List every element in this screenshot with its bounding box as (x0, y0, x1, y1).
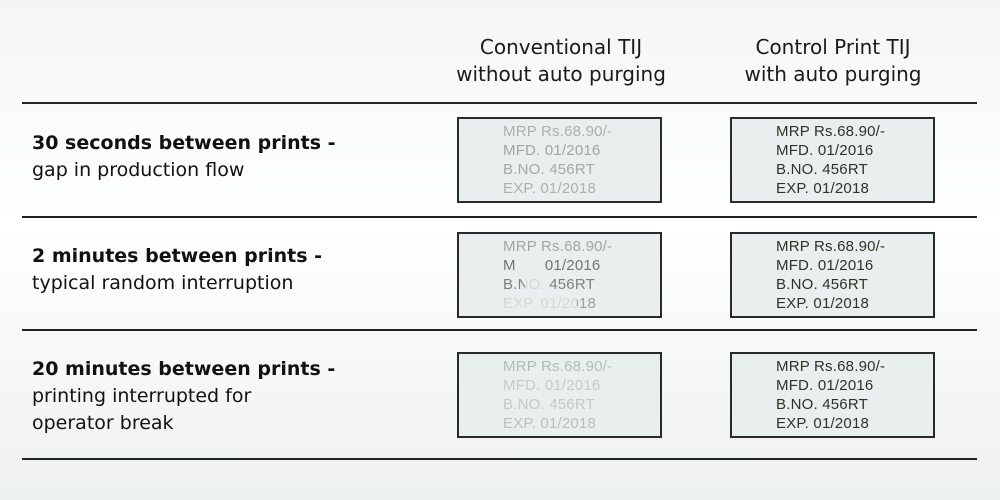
print-sample-control-2-minutes: MRP Rs.68.90/- MFD. 01/2016 B.NO. 456RT … (730, 232, 935, 318)
table-divider-top (22, 102, 977, 104)
print-line-batch: B.NO. 456RT (776, 276, 868, 293)
print-dropout (515, 259, 543, 274)
print-sample-control-20-minutes: MRP Rs.68.90/- MFD. 01/2016 B.NO. 456RT … (730, 352, 935, 438)
table-divider-bottom (22, 458, 977, 460)
print-line-exp: EXP. 01/2018 (776, 295, 870, 312)
row-title: 30 seconds between prints - (32, 132, 336, 154)
print-line-batch: B.NO. 456RT (503, 161, 595, 178)
print-line-mfd: MFD. 01/2016 (776, 257, 874, 274)
column-header-title: Control Print TIJ (755, 35, 911, 59)
print-line-mfd: MFD. 01/2016 (776, 142, 874, 159)
row-label-2-minutes: 2 minutes between prints - typical rando… (32, 243, 432, 297)
print-sample-control-30-seconds: MRP Rs.68.90/- MFD. 01/2016 B.NO. 456RT … (730, 117, 935, 203)
column-header-subtitle: without auto purging (456, 62, 666, 86)
row-description: typical random interruption (32, 272, 294, 294)
column-header-conventional-tij: Conventional TIJ without auto purging (436, 34, 686, 88)
print-sample-conventional-30-seconds: MRP Rs.68.90/- MFD. 01/2016 B.NO. 456RT … (457, 117, 662, 203)
column-header-subtitle: with auto purging (744, 62, 922, 86)
print-line-batch: B.NO. 456RT (503, 276, 595, 293)
row-description: gap in production flow (32, 159, 245, 181)
print-line-mrp: MRP Rs.68.90/- (503, 123, 613, 140)
print-line-mrp: MRP Rs.68.90/- (503, 358, 613, 375)
print-line-batch: B.NO. 456RT (503, 396, 595, 413)
print-line-exp: EXP. 01/2018 (776, 415, 870, 432)
column-header-control-print-tij: Control Print TIJ with auto purging (708, 34, 958, 88)
row-label-30-seconds: 30 seconds between prints - gap in produ… (32, 130, 432, 184)
row-description: operator break (32, 412, 174, 434)
print-line-exp: EXP. 01/2018 (503, 415, 597, 432)
print-line-mrp: MRP Rs.68.90/- (503, 238, 613, 255)
print-line-exp: EXP. 01/2018 (503, 180, 597, 197)
print-line-mfd: MFD. 01/2016 (503, 377, 601, 394)
print-dropout (525, 278, 547, 293)
table-divider (22, 216, 977, 218)
print-line-mrp: MRP Rs.68.90/- (776, 358, 886, 375)
row-description: printing interrupted for (32, 385, 252, 407)
print-line-exp: EXP. 01/2018 (776, 180, 870, 197)
print-line-mfd: MFD. 01/2016 (776, 377, 874, 394)
print-line-mrp: MRP Rs.68.90/- (776, 238, 886, 255)
row-title: 20 minutes between prints - (32, 358, 336, 380)
print-line-mfd: MFD. 01/2016 (503, 142, 601, 159)
print-line-batch: B.NO. 456RT (776, 396, 868, 413)
print-dropout (503, 296, 577, 311)
row-title: 2 minutes between prints - (32, 245, 323, 267)
print-sample-conventional-2-minutes: MRP Rs.68.90/- MFD. 01/2016 B.NO. 456RT … (457, 232, 662, 318)
print-line-batch: B.NO. 456RT (776, 161, 868, 178)
column-header-title: Conventional TIJ (479, 35, 643, 59)
row-label-20-minutes: 20 minutes between prints - printing int… (32, 356, 432, 437)
table-divider (22, 329, 977, 331)
print-sample-conventional-20-minutes: MRP Rs.68.90/- MFD. 01/2016 B.NO. 456RT … (457, 352, 662, 438)
print-line-mrp: MRP Rs.68.90/- (776, 123, 886, 140)
